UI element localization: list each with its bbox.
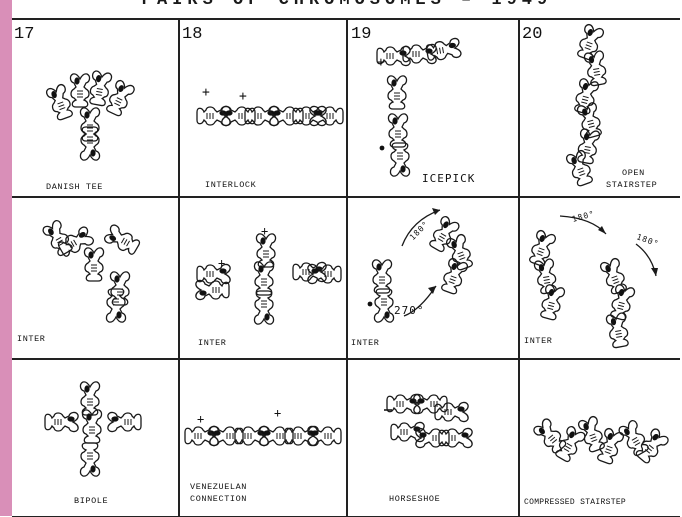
chromosome-drawings: [12, 20, 680, 516]
label-venezuelan: VENEZUELAN: [190, 482, 247, 492]
venezuelan-connection-drawing: [185, 426, 341, 445]
plus-mark: +: [261, 226, 269, 236]
figure-header: PAIRS OF CHROMOSOMES – 1949: [12, 0, 682, 18]
icepick-drawing: [377, 38, 462, 176]
pink-margin-strip: [0, 0, 12, 516]
label-inter-18: INTER: [198, 338, 227, 348]
angle-label-270: 270°: [394, 306, 425, 316]
figure-title: PAIRS OF CHROMOSOMES – 1949: [12, 0, 682, 10]
danish-tee-drawing: [46, 70, 136, 160]
plus-mark: +: [218, 258, 226, 268]
plus-mark: +: [239, 92, 248, 102]
compressed-stairstep-drawing: [532, 416, 669, 466]
label-compressed-stairstep: COMPRESSED STAIRSTEP: [524, 498, 626, 508]
label-horseshoe: HORSESHOE: [389, 494, 440, 504]
plus-mark: +: [274, 408, 282, 418]
label-connection: CONNECTION: [190, 494, 247, 504]
horseshoe-drawing: [384, 394, 472, 447]
label-open: OPEN: [622, 168, 645, 178]
label-interlock: INTERLOCK: [205, 180, 256, 190]
open-stairstep-drawing: [566, 24, 609, 188]
label-stairstep: STAIRSTEP: [606, 180, 657, 190]
label-bipole: BIPOLE: [74, 496, 108, 506]
label-inter-19: INTER: [351, 338, 380, 348]
bipole-drawing: [45, 382, 141, 476]
inter-18-drawing: [196, 234, 341, 324]
label-inter-20: INTER: [524, 336, 553, 346]
plus-mark: +: [377, 58, 386, 68]
plus-mark: +: [202, 88, 211, 98]
interlock-drawing: [197, 106, 343, 125]
label-icepick: ICEPICK: [422, 174, 475, 184]
inter-17-drawing: [42, 219, 142, 322]
label-danish-tee: DANISH TEE: [46, 182, 103, 192]
label-inter-17: INTER: [17, 334, 46, 344]
figure-grid: 17 18 19 20: [12, 18, 680, 517]
plus-mark: +: [197, 414, 205, 424]
